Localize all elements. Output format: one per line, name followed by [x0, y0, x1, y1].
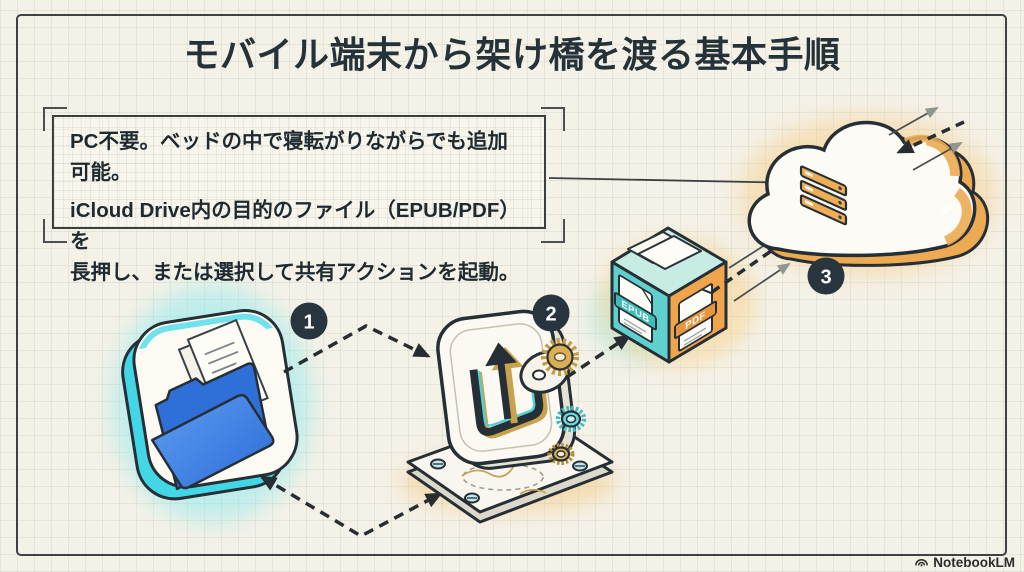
arrow-step2-to-files	[566, 334, 632, 379]
server-rack-icon	[799, 165, 848, 226]
svg-text:2: 2	[545, 304, 556, 326]
notebox-to-cloud-connector-line	[548, 177, 803, 184]
files-folder-icon	[121, 308, 299, 501]
notebooklm-watermark: NotebookLM	[914, 555, 1015, 570]
cloud-server-icon	[747, 120, 990, 267]
svg-text:3: 3	[820, 267, 831, 289]
pdf-file-icon: PDF	[674, 283, 717, 352]
step-2-badge: 2	[532, 294, 570, 332]
note-line-3: 長押し、または選択して共有アクションを起動。	[70, 261, 520, 284]
arrow-step1-step2-bidirectional	[259, 475, 443, 539]
note-box: PC不要。ベッドの中で寝転がりながらでも追加可能。 iCloud Drive内の…	[52, 115, 546, 284]
notebooklm-logo-icon	[915, 559, 929, 567]
arrow-step1-to-step2	[283, 324, 431, 374]
page-title: モバイル端末から架け橋を渡る基本手順	[183, 34, 841, 75]
gold-knob-icon	[547, 443, 575, 465]
svg-text:1: 1	[303, 312, 314, 334]
step-1-badge: 1	[290, 302, 328, 340]
step-3-badge: 3	[807, 257, 845, 295]
teal-knob-icon	[555, 405, 587, 433]
epub-pdf-cube-icon: EPUB PDF	[610, 226, 728, 364]
note-line-1: PC不要。ベッドの中で寝転がりながらでも追加可能。	[70, 130, 508, 184]
watermark-label: NotebookLM	[933, 555, 1015, 570]
sync-arrows	[888, 107, 965, 171]
note-line-2: iCloud Drive内の目的のファイル（EPUB/PDF）を	[70, 199, 520, 253]
share-arrow-glyph	[469, 342, 548, 439]
share-export-machine-icon	[406, 309, 614, 524]
gear-icon	[519, 338, 579, 394]
epub-file-icon: EPUB	[614, 274, 657, 343]
